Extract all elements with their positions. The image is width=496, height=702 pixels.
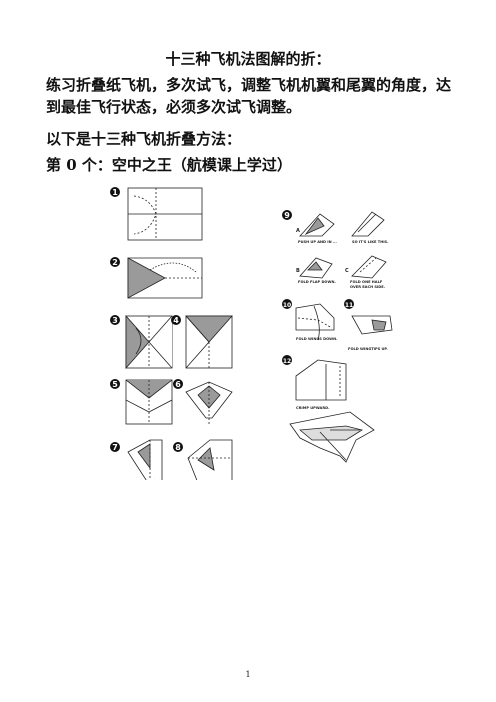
svg-text:9: 9 <box>284 211 290 220</box>
methods-heading: 以下是十三种飞机折叠方法： <box>46 130 242 148</box>
svg-text:FOLD FLAP DOWN.: FOLD FLAP DOWN. <box>298 280 336 284</box>
svg-text:8: 8 <box>175 443 181 452</box>
svg-text:3: 3 <box>112 316 118 325</box>
svg-text:CRIMP UPWARD.: CRIMP UPWARD. <box>296 406 329 410</box>
svg-text:7: 7 <box>112 443 118 452</box>
step-badges: 1 2 3 4 5 6 7 8 9 10 11 12 <box>110 187 354 452</box>
svg-text:6: 6 <box>175 380 181 389</box>
svg-text:SO IT'S LIKE THIS.: SO IT'S LIKE THIS. <box>352 240 389 244</box>
svg-text:PUSH UP AND IN ...: PUSH UP AND IN ... <box>298 240 337 244</box>
page-title: 十三种飞机法图解的折： <box>165 50 331 68</box>
svg-text:12: 12 <box>283 358 291 365</box>
svg-text:OVER EACH SIDE.: OVER EACH SIDE. <box>350 285 385 289</box>
section-heading: 第 0 个：空中之王（航模课上学过） <box>46 156 292 174</box>
svg-text:4: 4 <box>173 316 179 325</box>
svg-text:B: B <box>296 268 300 274</box>
svg-text:11: 11 <box>345 302 353 309</box>
svg-text:FOLD WINGS DOWN.: FOLD WINGS DOWN. <box>296 337 338 341</box>
svg-text:10: 10 <box>283 302 291 309</box>
intro-paragraph: 练习折叠纸飞机，多次试飞，调整飞机机翼和尾翼的角度，达到最佳飞行状态，必须多次试… <box>46 76 452 116</box>
svg-text:1: 1 <box>112 188 118 197</box>
svg-text:A: A <box>296 228 300 234</box>
page-number: 1 <box>245 670 251 679</box>
svg-text:FOLD ONE HALF: FOLD ONE HALF <box>350 280 383 284</box>
svg-text:FOLD WINGTIPS UP.: FOLD WINGTIPS UP. <box>348 347 388 351</box>
folding-diagram: 1 2 3 4 5 6 7 8 9 10 11 12 A PUSH UP AND… <box>110 187 393 480</box>
svg-text:C: C <box>345 268 349 274</box>
svg-text:5: 5 <box>112 380 118 389</box>
svg-text:2: 2 <box>112 258 118 267</box>
